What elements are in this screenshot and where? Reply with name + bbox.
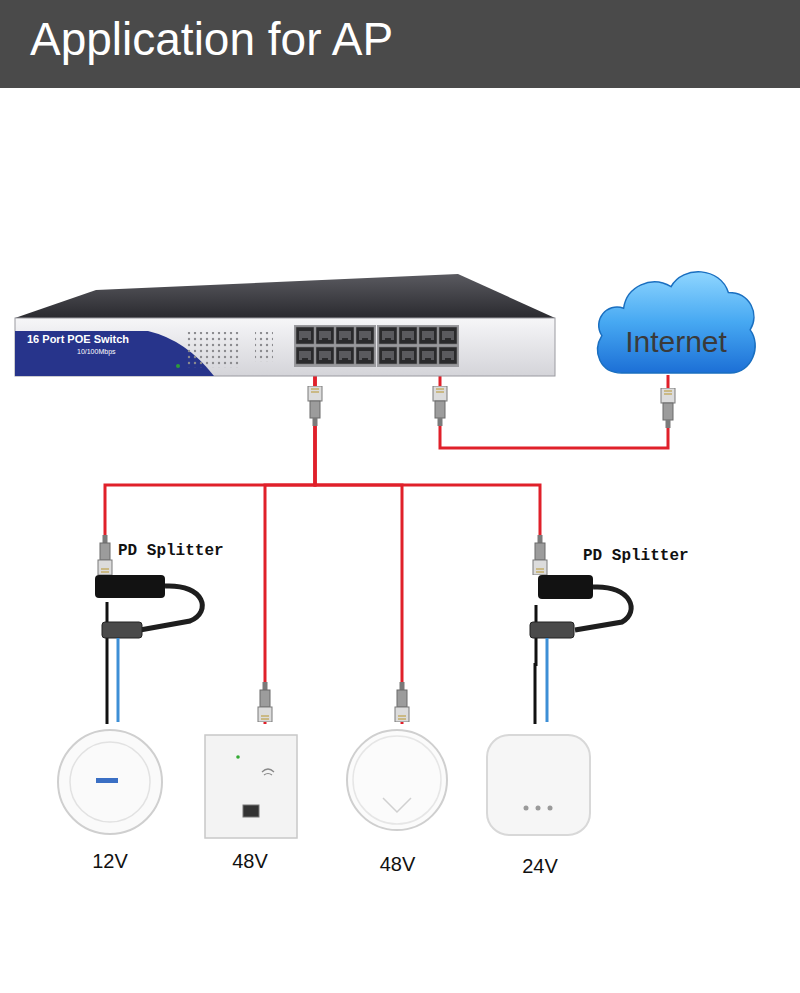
cable-connector <box>315 376 540 545</box>
internet-cloud: Internet <box>592 265 760 375</box>
pd-splitter: PD Splitter <box>535 545 705 605</box>
port-block <box>378 326 458 366</box>
wall-ap <box>205 735 297 838</box>
page-title: Application for AP <box>30 14 393 65</box>
dc-wire <box>546 638 549 722</box>
power-led <box>176 364 180 368</box>
poe-switch: 16 Port POE Switch 10/100Mbps <box>15 318 555 376</box>
rj45-plug <box>433 386 447 426</box>
node-label: 48V <box>232 850 268 873</box>
access-point: 12V <box>55 724 165 878</box>
cable-connector <box>265 376 315 724</box>
node-label: PD Splitter <box>118 542 224 560</box>
switch-led-grid <box>185 332 239 368</box>
switch-blue-band <box>15 331 214 376</box>
node-label: 12V <box>92 850 128 873</box>
cable-connector <box>106 602 109 724</box>
rj45-plug <box>395 682 409 722</box>
port-block <box>295 326 375 366</box>
dc-barrel <box>530 622 574 638</box>
ap-ring <box>70 742 150 822</box>
rj45-plug <box>258 682 272 722</box>
access-point: 48V <box>200 724 300 878</box>
square-ap <box>487 735 590 835</box>
splitter-cable <box>575 587 631 630</box>
rj45-plug <box>308 386 322 426</box>
cloud-outline <box>592 265 760 375</box>
dc-barrel <box>102 622 142 638</box>
node-label: 16 Port POE Switch <box>27 333 129 346</box>
rj45-plug <box>98 535 112 575</box>
ap-12v-drawing <box>58 730 162 834</box>
splitter-cable <box>140 586 202 630</box>
cable-connector <box>440 375 668 448</box>
ap-led <box>536 806 541 811</box>
access-point: 24V <box>485 724 595 882</box>
ceiling-ap <box>347 730 447 830</box>
node-label: 24V <box>522 855 558 878</box>
ap-led <box>236 755 240 759</box>
ap-logo-mark <box>96 778 118 783</box>
ap-led <box>548 806 553 811</box>
title-banner: Application for AP <box>0 0 800 88</box>
pd-splitter: PD Splitter <box>95 540 245 602</box>
splitter-body <box>95 575 165 598</box>
ap-led <box>524 806 529 811</box>
ap-notch <box>383 798 411 812</box>
ap-wall-drawing <box>205 735 297 838</box>
port-frame <box>377 325 459 367</box>
ceiling-ap <box>58 730 162 834</box>
lan-port <box>243 805 259 817</box>
ap-ring <box>353 736 441 824</box>
splitter-left-drawing <box>95 575 202 722</box>
port-frame <box>294 325 376 367</box>
splitter-body <box>538 575 593 599</box>
dc-wire <box>117 638 120 722</box>
cloud-shape <box>598 272 756 373</box>
node-label: Internet <box>625 325 727 360</box>
cable-connector <box>315 376 402 724</box>
splitter-right-drawing <box>530 575 631 722</box>
access-point: 48V <box>345 724 450 880</box>
switch-front <box>15 318 555 376</box>
rj45-plug <box>533 535 547 575</box>
node-label: 10/100Mbps <box>77 348 116 356</box>
node-label: PD Splitter <box>583 547 689 565</box>
switch-top <box>15 274 555 318</box>
ap-ceiling-drawing <box>347 730 447 830</box>
node-label: 48V <box>380 853 416 876</box>
ap-24v-drawing <box>487 735 590 835</box>
cable-connector <box>105 376 315 540</box>
rj45-plug <box>661 388 675 428</box>
poe-switch-drawing <box>15 274 555 376</box>
switch-led-grid <box>255 332 273 362</box>
wifi-icon <box>262 769 274 775</box>
